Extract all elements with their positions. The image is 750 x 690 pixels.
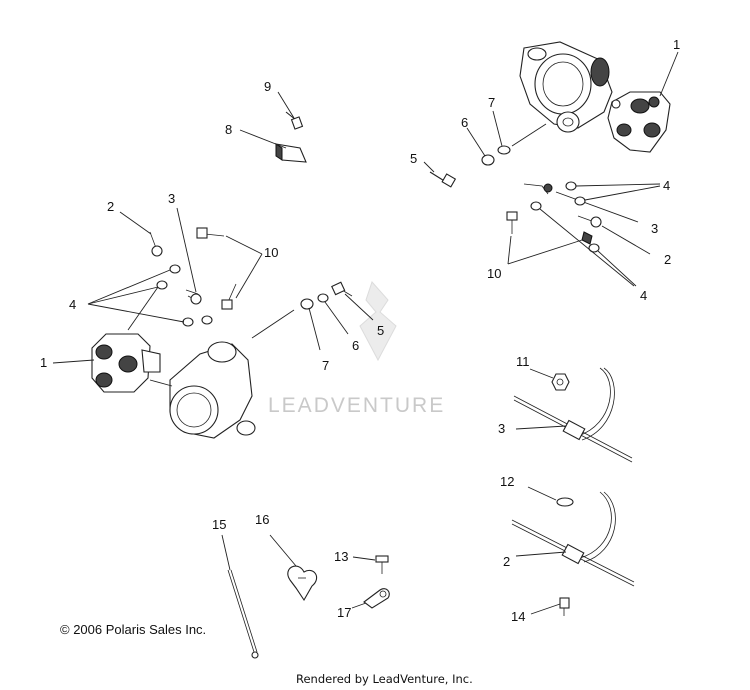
brake-hose-fitting-left	[149, 231, 163, 257]
washer-4-f	[156, 280, 168, 290]
screw-13	[375, 555, 389, 574]
brake-line-assembly-2	[511, 491, 635, 587]
callout-10-right: 10	[487, 266, 501, 281]
callout-6-mid: 6	[352, 338, 359, 353]
washer-6-middle	[317, 293, 329, 303]
washer-4-c	[530, 201, 542, 211]
callout-6-top: 6	[461, 115, 468, 130]
cable-tie-15	[227, 569, 259, 659]
callout-7-mid: 7	[322, 358, 329, 373]
callout-11: 11	[516, 354, 530, 369]
callout-16: 16	[255, 512, 269, 527]
washer-7-upper	[497, 145, 511, 155]
callout-3-lower-right: 3	[498, 421, 505, 436]
brake-caliper-upper	[607, 91, 671, 153]
callout-2-lower-right: 2	[503, 554, 510, 569]
callout-7-top: 7	[488, 95, 495, 110]
bolt-10-upper	[506, 211, 518, 234]
bolt-5-middle	[331, 281, 353, 297]
washer-4-d	[588, 243, 600, 253]
callout-2-right: 2	[664, 252, 671, 267]
bolt-10-left-a	[196, 227, 225, 239]
copyright-text: © 2006 Polaris Sales Inc.	[60, 622, 206, 637]
bolt-5-upper	[429, 171, 457, 188]
caliper-housing-left	[169, 341, 256, 439]
washer-4-e	[169, 264, 181, 274]
p-clamp-17	[363, 588, 390, 609]
callout-12: 12	[500, 474, 514, 489]
brake-line-assembly-3	[513, 367, 633, 463]
washer-4-a	[565, 181, 577, 191]
washer-6-upper	[481, 154, 495, 166]
caliper-housing-upper	[519, 41, 613, 133]
callout-3-right: 3	[651, 221, 658, 236]
washer-4-g	[182, 317, 194, 327]
watermark-text: LEADVENTURE	[268, 394, 445, 417]
callout-15: 15	[212, 517, 226, 532]
washer-7-middle	[300, 298, 314, 310]
washer-4-b	[574, 196, 586, 206]
nut-11	[551, 373, 570, 391]
watermark: LEADVENTURE	[268, 281, 445, 417]
brake-hose-fitting-upper	[577, 215, 602, 228]
brake-caliper-left	[91, 333, 161, 393]
callout-5-right: 5	[377, 323, 384, 338]
callout-4-left: 4	[69, 297, 76, 312]
callout-3-upper-left: 3	[168, 191, 175, 206]
bleeder-10-upper	[581, 231, 593, 245]
bolt-14	[559, 597, 570, 616]
callout-17: 17	[337, 605, 351, 620]
callout-13: 13	[334, 549, 348, 564]
callout-4-right-top: 4	[663, 178, 670, 193]
callout-8: 8	[225, 122, 232, 137]
callout-2-upper-left: 2	[107, 199, 114, 214]
callout-10-left: 10	[264, 245, 278, 260]
screw-9	[285, 111, 304, 130]
washer-4-h	[201, 315, 213, 325]
callout-9: 9	[264, 79, 271, 94]
callout-4-right-bottom: 4	[640, 288, 647, 303]
retainer-clip-16	[287, 565, 318, 602]
callout-1-left: 1	[40, 355, 47, 370]
callout-14: 14	[511, 609, 525, 624]
brake-line-bracket-left	[185, 289, 202, 305]
bolt-10-left-b	[221, 283, 237, 310]
brake-line-bracket-upper	[523, 183, 553, 195]
callout-5-left: 5	[410, 151, 417, 166]
clip-8	[275, 143, 307, 163]
callout-1-right: 1	[673, 37, 680, 52]
footer-rendered-by: Rendered by LeadVenture, Inc.	[296, 672, 473, 686]
washer-12	[556, 497, 574, 507]
